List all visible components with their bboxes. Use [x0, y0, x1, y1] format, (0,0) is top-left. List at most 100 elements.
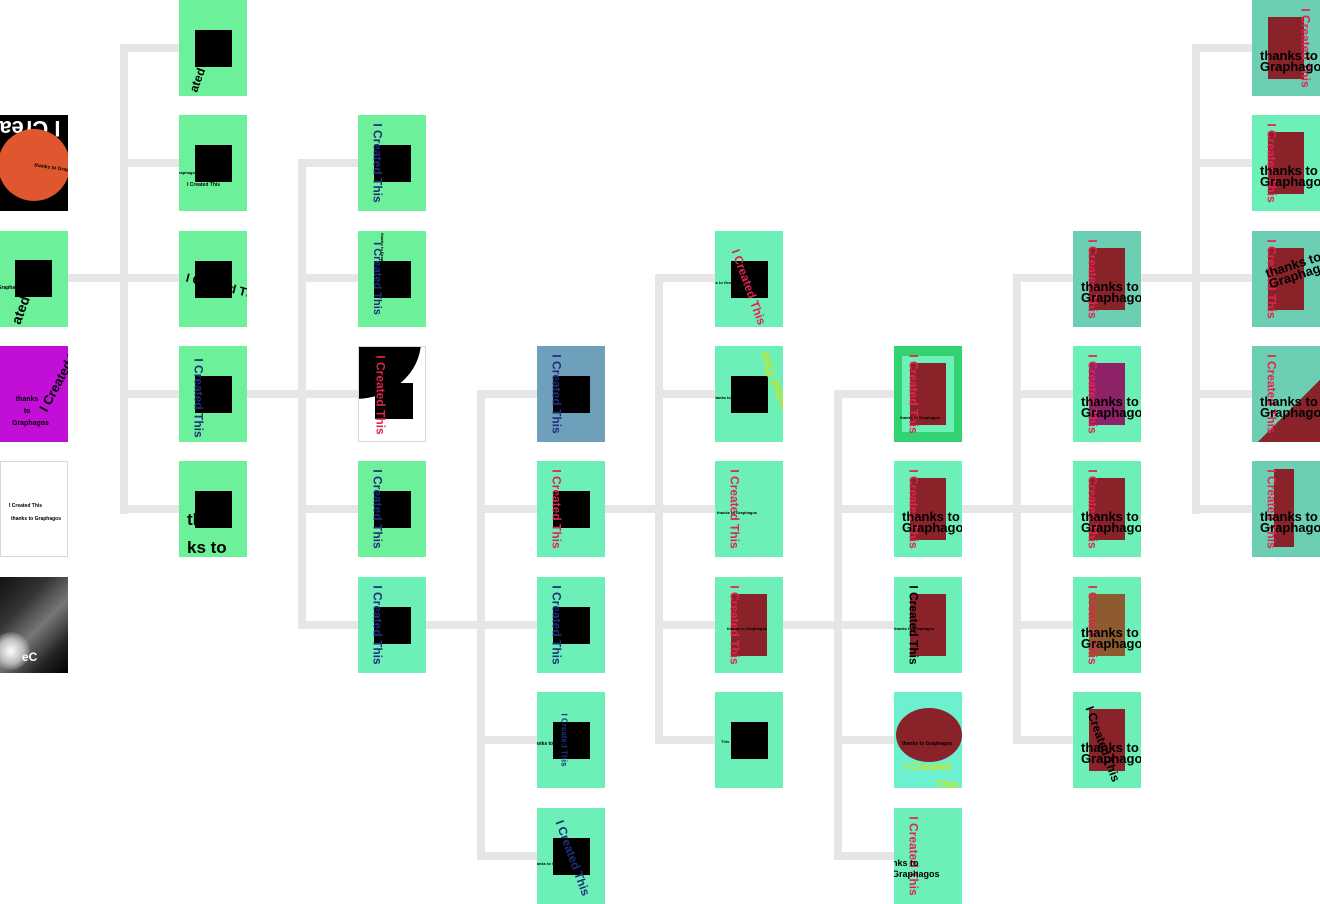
design-thumbnail[interactable]: I Created This thanks to Graphagos: [1073, 231, 1141, 327]
connector-line: [834, 852, 894, 860]
connector-line: [1013, 736, 1073, 744]
connector-line: [834, 736, 894, 744]
maroon-rect-shape: [910, 363, 946, 425]
tile-text: th: [187, 510, 204, 529]
connector-line: [68, 274, 124, 282]
design-thumbnail[interactable]: I Created This thanks to Graphagos: [715, 461, 783, 557]
connector-line: [120, 159, 180, 167]
tile-text: ks to: [187, 538, 227, 557]
design-thumbnail[interactable]: I Created This thanks to Graphagos: [1252, 115, 1320, 211]
tile-text: I Created This: [9, 503, 43, 509]
design-thumbnail[interactable]: I Created This: [537, 346, 605, 442]
connector-line: [477, 852, 537, 860]
tile-text: thanks to Graphagos: [1081, 509, 1141, 535]
design-thumbnail[interactable]: I Created This: [179, 231, 247, 327]
design-thumbnail[interactable]: I Created This thanks to Graphagos: [1073, 577, 1141, 673]
design-thumbnail[interactable]: thanks to Graphagos ated: [0, 231, 68, 327]
design-thumbnail[interactable]: I Created This nks to Graphagos: [894, 808, 962, 904]
connector-line: [298, 390, 358, 398]
design-thumbnail[interactable]: eC: [0, 577, 68, 673]
design-thumbnail[interactable]: I Created This thanks to Graphagos: [537, 692, 605, 788]
black-square-shape: [195, 491, 232, 528]
design-thumbnail[interactable]: ated: [179, 0, 247, 96]
design-thumbnail[interactable]: I Created This thanks to Graphagos: [894, 346, 962, 442]
tile-text: thanks to Graphagos: [1260, 48, 1320, 74]
design-thumbnail[interactable]: I Created This: [537, 577, 605, 673]
connector-line: [1192, 505, 1252, 513]
design-thumbnail[interactable]: I Created This thanks to Graphagos: [1252, 0, 1320, 96]
design-thumbnail[interactable]: I Created This thanks to Graphagos: [894, 461, 962, 557]
design-thumbnail[interactable]: I Created This thanks to Graphagos: [894, 577, 962, 673]
design-thumbnail[interactable]: I Created This: [179, 346, 247, 442]
tile-text: I Created This: [727, 469, 742, 549]
tile-text: ated: [7, 293, 33, 327]
maroon-rect-shape: [1089, 478, 1125, 540]
black-square-shape: [195, 145, 232, 182]
connector-line: [477, 736, 537, 744]
black-square-shape: [195, 30, 232, 67]
connector-line: [298, 274, 358, 282]
tile-text: eC: [22, 650, 38, 664]
design-thumbnail[interactable]: I Created This thanks to Graphagos: [1252, 461, 1320, 557]
black-square-shape: [731, 376, 768, 413]
design-thumbnail[interactable]: I Created This: [537, 461, 605, 557]
design-thumbnail[interactable]: I Created This thanks to Graphagos: [1252, 231, 1320, 327]
black-square-shape: [15, 260, 52, 297]
black-square-shape: [553, 491, 590, 528]
design-thumbnail[interactable]: I Created This thanks to Graphagos: [537, 808, 605, 904]
connector-line: [120, 44, 180, 52]
design-thumbnail[interactable]: I Created This thanks to Graphagos: [1073, 346, 1141, 442]
design-thumbnail[interactable]: I Creat thanks to Graphagos: [0, 115, 68, 211]
maroon-ellipse-shape: [896, 708, 962, 762]
tile-text: nks to Graphagos: [894, 858, 940, 879]
tile-text: ated: [186, 66, 209, 94]
design-thumbnail[interactable]: I Created This thanks to Graphagos: [358, 231, 426, 327]
tile-text: thanks to Graphagos: [380, 232, 386, 274]
tile-text: I Created This: [906, 585, 921, 665]
connector-line: [655, 274, 715, 282]
black-square-shape: [375, 383, 413, 419]
tile-text: thanks to Graphagos: [179, 170, 198, 175]
tile-text: I Created This: [727, 585, 742, 665]
maroon-rect-shape: [910, 478, 946, 540]
design-thumbnail[interactable]: This: [715, 692, 783, 788]
maroon-rect-shape: [731, 594, 767, 656]
tile-text: thanks to Graphagos: [1081, 394, 1141, 420]
design-thumbnail[interactable]: I Created This thanks to Graphagos: [0, 461, 68, 557]
design-thumbnail[interactable]: th ks to: [179, 461, 247, 557]
tile-text: I Created This: [373, 355, 388, 435]
design-thumbnail[interactable]: I Created This thanks to Graphagos: [0, 346, 68, 442]
tile-text: thanks to Graphagos: [537, 861, 574, 866]
tile-text: thanks to Graphagos: [715, 395, 754, 400]
connector-line: [477, 505, 537, 513]
black-square-shape: [195, 376, 232, 413]
design-thumbnail[interactable]: I Created This: [358, 346, 426, 442]
design-thumbnail[interactable]: I Created This thanks to Graphagos: [715, 346, 783, 442]
connector-line: [782, 621, 840, 629]
tile-text: I Created This: [549, 354, 564, 434]
design-thumbnail[interactable]: thanks to Graphagos I Created This: [179, 115, 247, 211]
tile-text: I Created This: [370, 123, 385, 203]
design-thumbnail[interactable]: I Created This: [358, 461, 426, 557]
tile-text: thanks to Graphagos: [1081, 740, 1141, 766]
tile-text: thanks to Graphagos: [11, 516, 62, 522]
black-square-shape: [374, 261, 411, 298]
tile-text: thanks to Graphagos: [12, 396, 49, 427]
black-square-shape: [374, 607, 411, 644]
design-thumbnail[interactable]: I Created This thanks to Graphagos: [1252, 346, 1320, 442]
tile-text: thanks to Graphagos: [715, 280, 746, 285]
purple-rect-shape: [1089, 363, 1125, 425]
design-thumbnail[interactable]: I Created This thanks to Graphagos: [715, 231, 783, 327]
design-thumbnail[interactable]: I Created This: [358, 115, 426, 211]
black-square-shape: [731, 261, 768, 298]
design-thumbnail[interactable]: I Created This: [358, 577, 426, 673]
tile-text: thanks to Graphagos: [1260, 509, 1320, 535]
tile-text: thanks to Graphagos: [1081, 279, 1141, 305]
connector-line: [246, 390, 304, 398]
tile-text: I Created This: [906, 354, 921, 434]
design-thumbnail[interactable]: thanks to Graphagos I Created This: [894, 692, 962, 788]
design-thumbnail[interactable]: I Created This thanks to Graphagos: [715, 577, 783, 673]
design-thumbnail[interactable]: I Created This thanks to Graphagos: [1073, 461, 1141, 557]
connector-line: [298, 505, 358, 513]
design-thumbnail[interactable]: I Created This thanks to Graphagos: [1073, 692, 1141, 788]
